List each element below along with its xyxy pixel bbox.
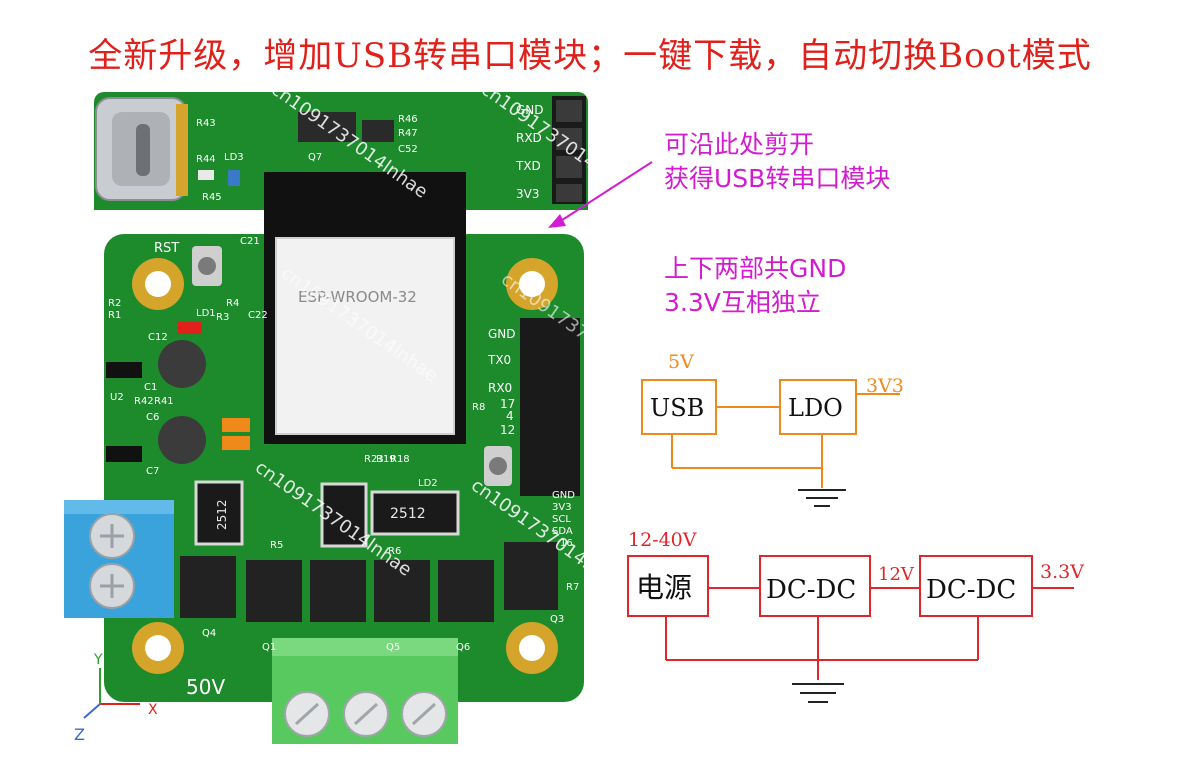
usb-block-label: USB bbox=[650, 394, 704, 422]
usb-block bbox=[641, 379, 717, 435]
dcdc-block-1 bbox=[759, 555, 871, 617]
cut-arrow-head bbox=[548, 214, 566, 228]
header-top-gnd: GND bbox=[516, 103, 544, 117]
cut-note: 可沿此处剪开 获得USB转串口模块 bbox=[664, 128, 890, 196]
ref-r46: R46 bbox=[398, 114, 418, 125]
ref-r5: R5 bbox=[270, 540, 283, 551]
ground-symbol-2 bbox=[792, 683, 844, 703]
ground-symbol-1 bbox=[798, 489, 846, 507]
header-i2c-scl: SCL bbox=[552, 514, 571, 525]
cut-arrow bbox=[555, 161, 653, 225]
rst-label: RST bbox=[154, 241, 179, 256]
ref-r23: R23 bbox=[364, 454, 384, 465]
ref-c21: C21 bbox=[240, 236, 260, 247]
ref-c12: C12 bbox=[148, 332, 168, 343]
ref-q1: Q1 bbox=[262, 642, 276, 653]
ref-q3: Q3 bbox=[550, 614, 564, 625]
axis-y-label: Y bbox=[93, 652, 103, 668]
dcdc-2-label: DC-DC bbox=[926, 575, 1016, 605]
header-i2c-3v3: 3V3 bbox=[552, 502, 572, 513]
mid-voltage-label: 12V bbox=[878, 564, 915, 585]
header-i2c-labels: GND 3V3 SCL SDA 16 bbox=[552, 490, 575, 549]
ref-r42: R42 bbox=[134, 396, 154, 407]
ref-u2: U2 bbox=[110, 392, 124, 403]
gnd-note-line2: 3.3V互相独立 bbox=[664, 288, 821, 317]
power-schematic: 12-40V 电源 DC-DC 12V DC-DC 3.3V bbox=[627, 529, 1084, 703]
resistor-label-2: 2512 bbox=[390, 506, 426, 522]
ref-c22: C22 bbox=[248, 310, 268, 321]
header-main-labels: GND TX0 RX0 17 4 12 bbox=[487, 327, 516, 437]
gnd-note-line1: 上下两部共GND bbox=[664, 254, 847, 283]
ref-r6: R6 bbox=[388, 546, 401, 557]
header-top-3v3: 3V3 bbox=[516, 187, 539, 201]
axis-x-label: X bbox=[148, 702, 158, 718]
header-main-12: 12 bbox=[500, 423, 515, 437]
headline: 全新升级，增加USB转串口模块；一键下载，自动切换Boot模式 bbox=[88, 36, 1092, 76]
ref-r4: R4 bbox=[226, 298, 239, 309]
ref-c7: C7 bbox=[146, 466, 159, 477]
ref-r45: R45 bbox=[202, 192, 222, 203]
usb-input-label: 5V bbox=[668, 351, 694, 373]
usb-schematic: 5V USB LDO 3V3 bbox=[641, 351, 904, 507]
ref-q5: Q5 bbox=[386, 642, 400, 653]
ref-r1: R1 bbox=[108, 310, 121, 321]
ref-q4: Q4 bbox=[202, 628, 216, 639]
ref-c1: C1 bbox=[144, 382, 157, 393]
ref-r19: R19 bbox=[376, 454, 396, 465]
header-main-rx0: RX0 bbox=[488, 381, 512, 395]
header-main-17: 17 bbox=[500, 397, 515, 411]
dcdc-block-2 bbox=[919, 555, 1033, 617]
header-top-rxd: RXD bbox=[516, 131, 542, 145]
gnd-note: 上下两部共GND 3.3V互相独立 bbox=[664, 252, 846, 320]
cut-note-line1: 可沿此处剪开 bbox=[664, 130, 815, 159]
power-source-block bbox=[627, 555, 709, 617]
ref-r8: R8 bbox=[472, 402, 485, 413]
ref-q6: Q6 bbox=[456, 642, 470, 653]
ref-designators: R43 R44 LD3 R45 R46 R47 C52 Q7 C21 R4 C2… bbox=[108, 114, 579, 653]
header-i2c-16: 16 bbox=[560, 538, 573, 549]
ref-q7: Q7 bbox=[308, 152, 322, 163]
ref-r2: R2 bbox=[108, 298, 121, 309]
power-input-label: 12-40V bbox=[628, 529, 697, 551]
ref-r43: R43 bbox=[196, 118, 216, 129]
ref-c6: C6 bbox=[146, 412, 159, 423]
header-main-tx0: TX0 bbox=[487, 353, 511, 367]
axis-z-label: Z bbox=[74, 725, 85, 744]
usb-output-label: 3V3 bbox=[866, 375, 904, 397]
ref-r41: R41 bbox=[154, 396, 174, 407]
ref-ld2: LD2 bbox=[418, 478, 438, 489]
ref-r18: R18 bbox=[390, 454, 410, 465]
ref-c52: C52 bbox=[398, 144, 418, 155]
ref-ld1: LD1 bbox=[196, 308, 216, 319]
ref-r47: R47 bbox=[398, 128, 418, 139]
resistor-label-1: 2512 bbox=[215, 499, 229, 530]
ref-r7: R7 bbox=[566, 582, 579, 593]
main-board bbox=[64, 172, 584, 744]
ref-r3: R3 bbox=[216, 312, 229, 323]
ldo-block-label: LDO bbox=[788, 394, 843, 422]
header-i2c-gnd: GND bbox=[552, 490, 575, 501]
header-top-labels: GND RXD TXD 3V3 bbox=[515, 103, 544, 201]
power-output-label: 3.3V bbox=[1040, 561, 1084, 583]
header-main-4: 4 bbox=[506, 409, 514, 423]
ref-ld3: LD3 bbox=[224, 152, 244, 163]
header-main-gnd: GND bbox=[488, 327, 516, 341]
power-source-label: 电源 bbox=[636, 571, 692, 604]
header-top-txd: TXD bbox=[515, 159, 541, 173]
cut-note-line2: 获得USB转串口模块 bbox=[664, 164, 891, 193]
dcdc-1-label: DC-DC bbox=[766, 575, 856, 605]
header-i2c-sda: SDA bbox=[552, 526, 573, 537]
module-label: ESP-WROOM-32 bbox=[298, 288, 417, 306]
voltage-label: 50V bbox=[186, 675, 225, 699]
ref-r44: R44 bbox=[196, 154, 216, 165]
